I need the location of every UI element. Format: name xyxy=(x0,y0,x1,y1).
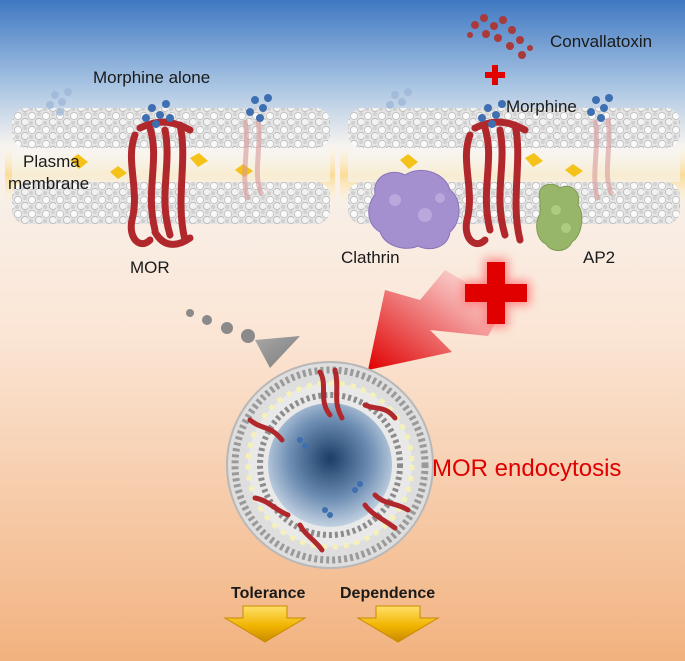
mor-endocytosis-label: MOR endocytosis xyxy=(432,455,622,482)
dependence-arrow xyxy=(356,605,440,643)
mor-label: MOR xyxy=(130,258,170,277)
mor-receptor-left xyxy=(127,118,194,248)
morphine-molecule-left-2 xyxy=(246,94,272,122)
morphine-molecule-right xyxy=(478,94,613,128)
tolerance-label: Tolerance xyxy=(231,585,306,602)
clathrin-label: Clathrin xyxy=(341,248,400,267)
convallatoxin-molecule xyxy=(467,14,533,59)
clathrin-protein xyxy=(368,170,460,250)
morphine-alone-label: Morphine alone xyxy=(93,68,211,87)
gray-dotted-arrow xyxy=(186,309,300,368)
left-plasma-membrane xyxy=(5,108,335,224)
morphine-molecule-right-faded xyxy=(386,88,412,109)
plasma-membrane-label-line2: membrane xyxy=(8,174,90,193)
faded-receptor-right xyxy=(592,117,615,201)
plasma-membrane-label-line1: Plasma xyxy=(23,152,80,171)
morphine-label: Morphine xyxy=(506,97,577,116)
faded-receptor-left xyxy=(242,117,265,201)
endocytic-vesicle xyxy=(226,361,434,569)
small-red-plus-icon xyxy=(485,65,505,85)
convallatoxin-label: Convallatoxin xyxy=(550,32,653,51)
vesicle-receptors xyxy=(247,367,411,553)
morphine-molecule-left xyxy=(142,100,174,128)
vesicle-morphine xyxy=(297,437,363,518)
morphine-molecule-faded xyxy=(46,88,72,116)
dependence-label: Dependence xyxy=(340,585,436,602)
mor-receptor-right xyxy=(462,118,529,248)
ap2-label: AP2 xyxy=(583,248,616,267)
big-red-plus-icon xyxy=(462,259,530,327)
tolerance-arrow xyxy=(223,605,307,643)
ap2-protein xyxy=(536,183,583,251)
